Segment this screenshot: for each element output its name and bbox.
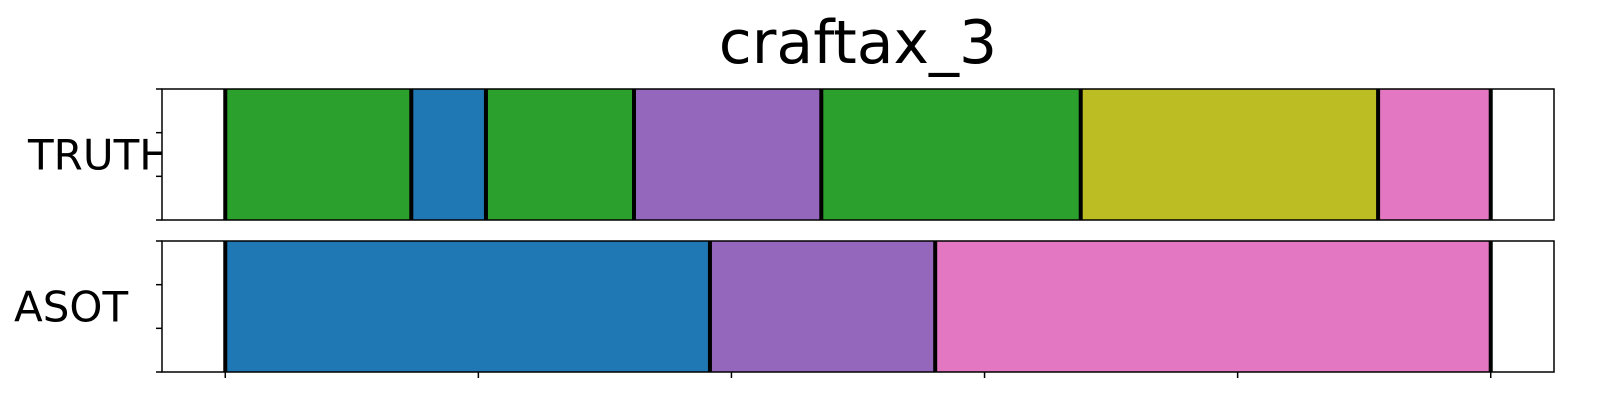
row-label: ASOT xyxy=(14,283,128,332)
segment xyxy=(634,89,822,220)
chart-rows: TRUTH ASOT xyxy=(14,88,1555,378)
segment xyxy=(411,89,486,220)
segment xyxy=(935,241,1491,372)
segment xyxy=(1490,89,1554,220)
row-frame xyxy=(161,240,1555,373)
segment xyxy=(225,241,710,372)
segment xyxy=(709,241,936,372)
segment xyxy=(162,89,226,220)
chart-title: craftax_3 xyxy=(719,8,997,78)
row-truth: TRUTH xyxy=(27,88,1555,221)
segment xyxy=(162,241,226,372)
segment xyxy=(1080,89,1379,220)
segment xyxy=(225,89,412,220)
segment xyxy=(821,89,1081,220)
segment xyxy=(1490,241,1554,372)
row-frame xyxy=(161,88,1555,221)
row-asot: ASOT xyxy=(14,240,1555,373)
segment xyxy=(485,89,635,220)
row-label: TRUTH xyxy=(27,131,171,180)
segment xyxy=(1378,89,1491,220)
